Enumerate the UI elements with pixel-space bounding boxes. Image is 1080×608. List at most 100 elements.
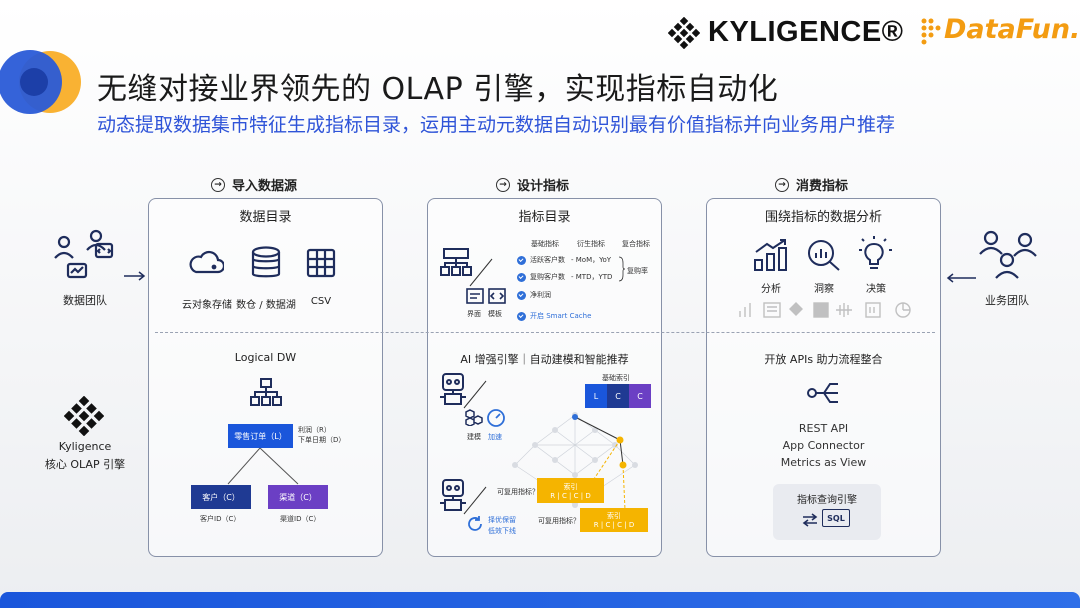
database-icon bbox=[250, 246, 282, 284]
page-title: 无缝对接业界领先的 OLAP 引擎，实现指标自动化 bbox=[97, 72, 779, 107]
datafun-dots-icon bbox=[921, 18, 941, 44]
app-integrations-icons bbox=[738, 301, 914, 323]
check-icon bbox=[517, 311, 526, 321]
base-index-cell-l: L bbox=[585, 384, 607, 408]
sql-badge: SQL bbox=[822, 509, 850, 527]
sql-label: SQL bbox=[827, 513, 845, 523]
analysis-label: 分析 bbox=[761, 284, 781, 295]
step-import: → 导入数据源 bbox=[211, 175, 297, 194]
cubes-icon bbox=[464, 408, 484, 430]
base-index-cell-c2: C bbox=[629, 384, 651, 408]
code-template-icon bbox=[488, 288, 506, 308]
check-icon bbox=[517, 255, 526, 265]
apis-title: 开放 APIs 助力流程整合 bbox=[764, 353, 883, 366]
step-import-label: 导入数据源 bbox=[232, 179, 298, 194]
col-head-base: 基础指标 bbox=[531, 240, 559, 248]
arrow-into-consume-panel bbox=[946, 268, 976, 287]
reusable-q2: 可复用指标？ bbox=[538, 517, 580, 525]
form-icon bbox=[466, 288, 484, 308]
check-icon bbox=[517, 290, 526, 300]
index-box-2-cells: R | C | C | D bbox=[593, 521, 635, 529]
accel-label: 加速 bbox=[488, 433, 502, 441]
dim-customer-label: 客户（C） bbox=[202, 492, 240, 502]
accelerate-icon bbox=[486, 408, 506, 432]
base-cell-c2: C bbox=[637, 391, 643, 401]
decision-label: 决策 bbox=[866, 284, 886, 295]
insight-magnifier-icon bbox=[806, 238, 842, 276]
arrow-right-icon: → bbox=[775, 177, 789, 192]
base-cell-c1: C bbox=[615, 391, 621, 401]
insight-label: 洞察 bbox=[814, 284, 834, 295]
data-team-icon bbox=[52, 228, 116, 284]
fact-field-date: 下单日期（D） bbox=[298, 436, 346, 444]
metric-base-2: 复购客户数 bbox=[530, 273, 565, 281]
dim-channel-node: 渠道（C） bbox=[268, 485, 328, 509]
check-icon bbox=[517, 272, 526, 282]
kyligence-logo: KYLIGENCE® bbox=[668, 16, 904, 49]
kyligence-core-label-1: Kyligence bbox=[58, 440, 112, 453]
step-consume: →消费指标 bbox=[775, 175, 848, 194]
metric-base-1: 活跃客户数 bbox=[530, 256, 565, 264]
optimize-label-2: 低效下线 bbox=[488, 527, 516, 535]
col-head-composite: 复合指标 bbox=[622, 240, 650, 248]
index-box-2-title: 索引 bbox=[607, 512, 621, 520]
api-app-connector: App Connector bbox=[782, 439, 865, 452]
base-index-label: 基础索引 bbox=[602, 374, 630, 382]
api-network-icon bbox=[806, 378, 840, 412]
cloud-storage-icon bbox=[188, 248, 226, 282]
page-subtitle: 动态提取数据集市特征生成指标目录，运用主动元数据自动识别最有价值指标并向业务用户… bbox=[97, 114, 896, 136]
swap-arrows-icon bbox=[802, 512, 818, 531]
metric-row-1: 活跃客户数 - MoM，YoY bbox=[517, 255, 611, 265]
bar-chart-icon bbox=[753, 238, 789, 276]
reusable-q1: 可复用指标？ bbox=[497, 488, 539, 496]
metric-base-3: 净利润 bbox=[530, 291, 551, 299]
metric-derived-2: - MTD，YTD bbox=[571, 273, 613, 281]
api-metrics-view: Metrics as View bbox=[780, 456, 867, 469]
source-label-cloud: 云对象存储 bbox=[182, 300, 232, 311]
step-design: → 设计指标 bbox=[496, 175, 569, 194]
bottom-accent-bar bbox=[0, 592, 1080, 608]
index-box-1-title: 索引 bbox=[563, 482, 578, 491]
base-cell-l: L bbox=[593, 391, 599, 401]
slash-line bbox=[468, 258, 494, 292]
kyligence-core-icon bbox=[63, 395, 105, 440]
arrow-into-panel bbox=[124, 266, 146, 285]
smart-cache-label: 开启 Smart Cache bbox=[530, 312, 592, 320]
build-label: 建模 bbox=[467, 433, 481, 441]
logical-dw-title: Logical DW bbox=[234, 351, 297, 364]
metric-derived-1: - MoM，YoY bbox=[571, 256, 612, 264]
metric-catalog-title: 指标目录 bbox=[518, 210, 571, 225]
smart-cache-toggle[interactable]: 开启 Smart Cache bbox=[517, 311, 591, 321]
step-design-label: 设计指标 bbox=[517, 179, 570, 194]
base-index-cell-c1: C bbox=[607, 384, 629, 408]
icon-label-template: 模板 bbox=[488, 310, 502, 318]
hierarchy-icon bbox=[250, 378, 282, 410]
api-rest: REST API bbox=[798, 422, 849, 435]
decor-circles bbox=[0, 46, 86, 118]
query-engine-box bbox=[773, 484, 881, 540]
arrow-right-icon: → bbox=[211, 177, 225, 192]
datafun-wordmark: DataFun. bbox=[944, 14, 1080, 45]
model-lines bbox=[148, 440, 383, 494]
robot-icon bbox=[438, 372, 468, 412]
dim-channel-label: 渠道（C） bbox=[279, 492, 317, 502]
arrow-right-icon: → bbox=[496, 177, 510, 192]
slash-line-3 bbox=[462, 486, 488, 520]
metric-row-3: 净利润 bbox=[517, 290, 551, 300]
datafun-logo: DataFun. bbox=[920, 14, 1080, 45]
ai-engine-title: AI 增强引擎｜自动建模和智能推荐 bbox=[460, 353, 629, 366]
query-engine-label: 指标查询引擎 bbox=[797, 495, 857, 506]
business-team-icon bbox=[975, 228, 1045, 286]
fact-field-profit: 利润（R） bbox=[298, 426, 331, 434]
icon-label-ui: 界面 bbox=[467, 310, 481, 318]
kyligence-wordmark: KYLIGENCE® bbox=[708, 16, 904, 48]
panel-import bbox=[148, 198, 383, 557]
kyligence-core-label-2: 核心 OLAP 引擎 bbox=[44, 458, 126, 471]
kyligence-diamond-icon bbox=[668, 16, 700, 49]
dim-customer-sub: 客户ID（C） bbox=[200, 515, 241, 523]
divider-dashed bbox=[155, 332, 935, 333]
index-box-1-cells: R | C | C | D bbox=[550, 491, 591, 500]
business-team-label: 业务团队 bbox=[985, 294, 1029, 307]
index-box-2: 索引 R | C | C | D bbox=[580, 508, 648, 532]
brace-icon bbox=[618, 256, 626, 286]
